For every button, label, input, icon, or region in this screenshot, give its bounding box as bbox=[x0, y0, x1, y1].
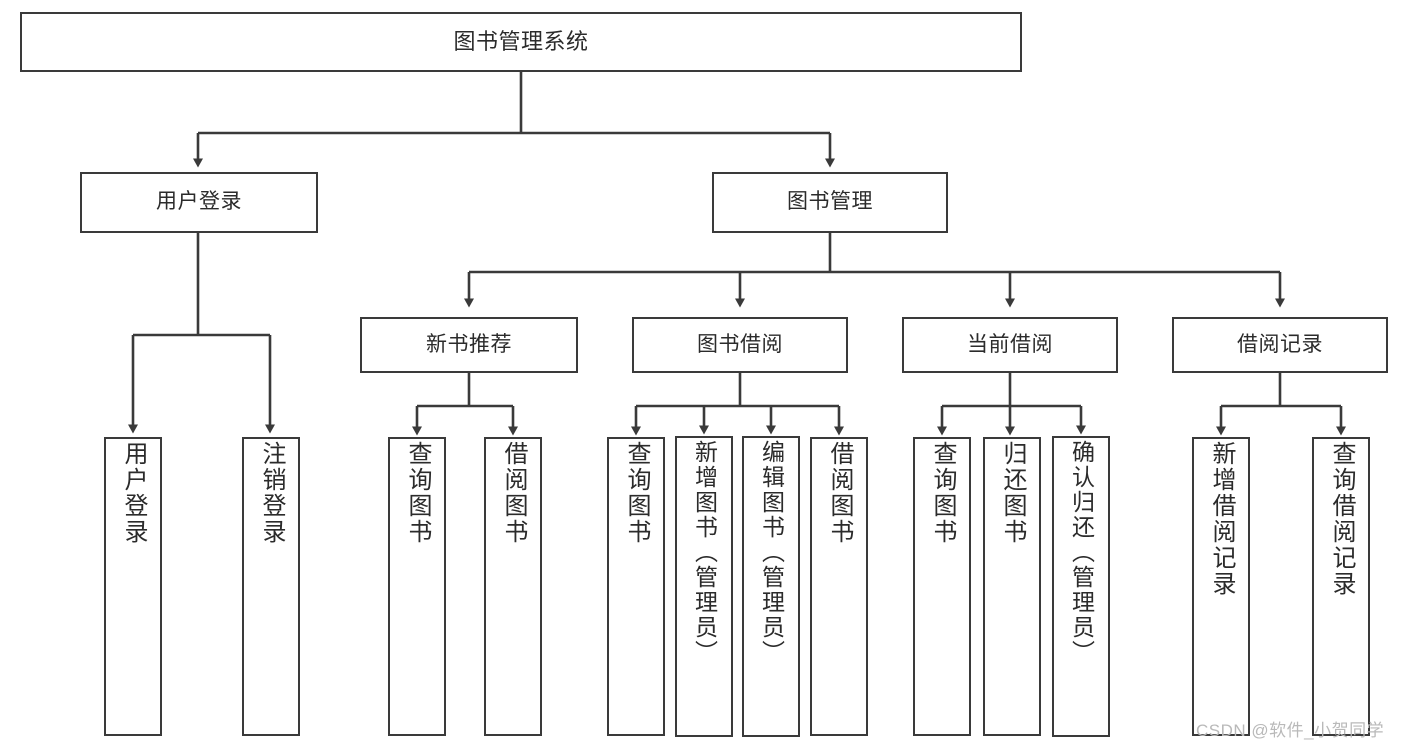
node-book-borrow-label: 图书借阅 bbox=[697, 332, 783, 356]
node-leaf-query-book-3-label: 查询图书 bbox=[929, 441, 956, 545]
node-borrow-record[interactable]: 借阅记录 bbox=[1172, 317, 1388, 373]
node-leaf-return-book[interactable]: 归还图书 bbox=[983, 437, 1041, 736]
node-leaf-add-book-label: 新增图书（管理员） bbox=[691, 440, 718, 665]
node-book-borrow[interactable]: 图书借阅 bbox=[632, 317, 848, 373]
node-leaf-edit-book[interactable]: 编辑图书（管理员） bbox=[742, 436, 800, 737]
node-leaf-add-record[interactable]: 新增借阅记录 bbox=[1192, 437, 1250, 736]
node-new-book-rec-label: 新书推荐 bbox=[426, 332, 512, 356]
node-leaf-borrow-book-1[interactable]: 借阅图书 bbox=[484, 437, 542, 736]
node-root-system[interactable]: 图书管理系统 bbox=[20, 12, 1022, 72]
node-root-system-label: 图书管理系统 bbox=[453, 29, 589, 55]
node-leaf-return-book-label: 归还图书 bbox=[999, 441, 1026, 545]
node-user-login-label: 用户登录 bbox=[156, 190, 242, 214]
node-leaf-borrow-book-1-label: 借阅图书 bbox=[500, 441, 527, 545]
node-leaf-borrow-book-2-label: 借阅图书 bbox=[826, 441, 853, 545]
node-borrow-record-label: 借阅记录 bbox=[1237, 332, 1323, 356]
node-book-manage[interactable]: 图书管理 bbox=[712, 172, 948, 233]
node-leaf-logout-login[interactable]: 注销登录 bbox=[242, 437, 300, 736]
node-leaf-add-record-label: 新增借阅记录 bbox=[1208, 441, 1235, 597]
node-leaf-query-book-2[interactable]: 查询图书 bbox=[607, 437, 665, 736]
node-leaf-query-book-1-label: 查询图书 bbox=[404, 441, 431, 545]
node-current-borrow[interactable]: 当前借阅 bbox=[902, 317, 1118, 373]
node-book-manage-label: 图书管理 bbox=[787, 190, 873, 214]
node-leaf-confirm-return[interactable]: 确认归还（管理员） bbox=[1052, 436, 1110, 737]
node-leaf-confirm-return-label: 确认归还（管理员） bbox=[1068, 440, 1095, 665]
node-user-login[interactable]: 用户登录 bbox=[80, 172, 318, 233]
csdn-watermark: CSDN @软件_小贺同学 bbox=[1196, 721, 1385, 740]
node-leaf-borrow-book-2[interactable]: 借阅图书 bbox=[810, 437, 868, 736]
node-leaf-logout-login-label: 注销登录 bbox=[258, 441, 285, 545]
node-leaf-add-book[interactable]: 新增图书（管理员） bbox=[675, 436, 733, 737]
node-leaf-edit-book-label: 编辑图书（管理员） bbox=[758, 440, 785, 665]
node-current-borrow-label: 当前借阅 bbox=[967, 332, 1053, 356]
node-leaf-query-book-3[interactable]: 查询图书 bbox=[913, 437, 971, 736]
node-leaf-user-login-label: 用户登录 bbox=[120, 441, 147, 545]
node-new-book-rec[interactable]: 新书推荐 bbox=[360, 317, 578, 373]
node-leaf-query-book-2-label: 查询图书 bbox=[623, 441, 650, 545]
node-leaf-query-record[interactable]: 查询借阅记录 bbox=[1312, 437, 1370, 736]
node-leaf-query-book-1[interactable]: 查询图书 bbox=[388, 437, 446, 736]
node-leaf-user-login[interactable]: 用户登录 bbox=[104, 437, 162, 736]
node-leaf-query-record-label: 查询借阅记录 bbox=[1328, 441, 1355, 597]
